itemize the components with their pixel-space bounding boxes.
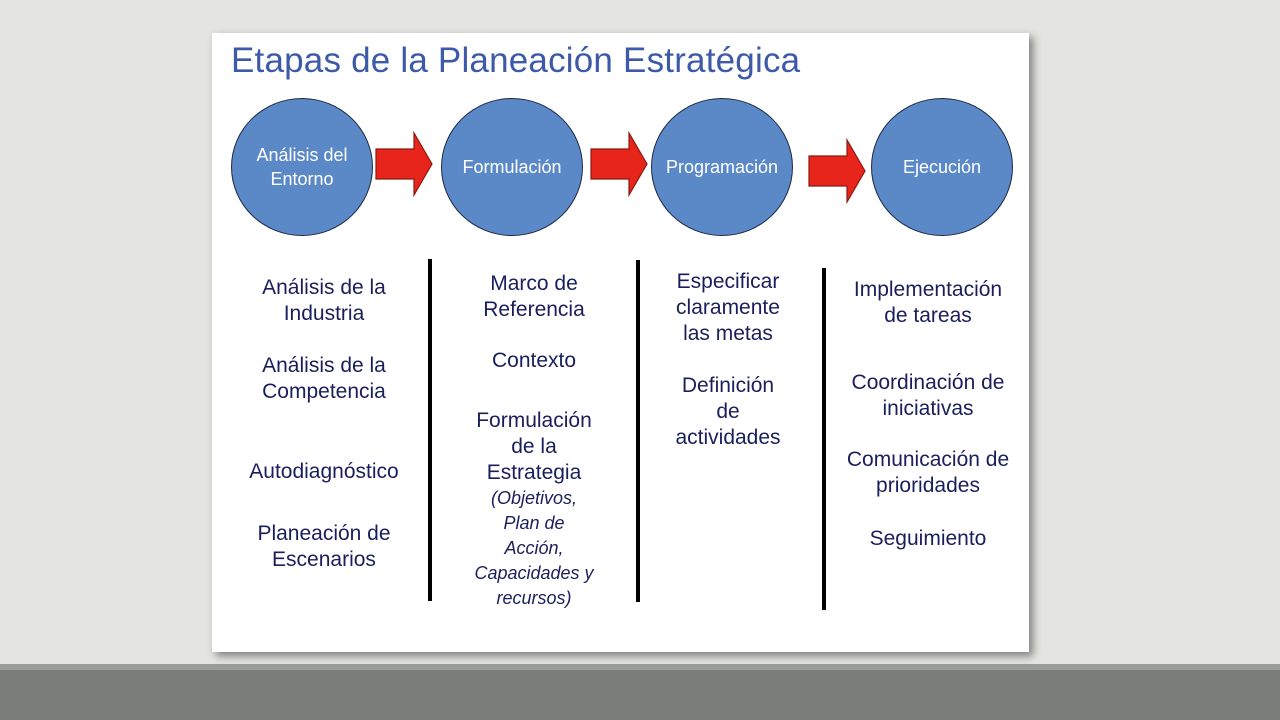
column-ejecucion: Implementación de tareas Coordinación de… bbox=[828, 33, 1028, 652]
list-item: Contexto bbox=[491, 349, 577, 372]
list-item: Especificar claramente las metas bbox=[676, 270, 780, 345]
flow-arrow-3 bbox=[808, 137, 866, 205]
stage-programacion-circle: Programación bbox=[651, 98, 793, 236]
column-divider-3 bbox=[822, 268, 826, 610]
list-item: Formulación de la Estrategia bbox=[476, 409, 592, 484]
flow-arrow-3-shape bbox=[808, 137, 866, 205]
list-item: Coordinación de iniciativas bbox=[851, 371, 1005, 420]
list-item: Autodiagnóstico bbox=[249, 460, 399, 483]
flow-arrow-2-shape bbox=[590, 130, 648, 198]
column-formulacion: Marco de Referencia Contexto Formulación… bbox=[434, 33, 634, 652]
list-item: Implementación de tareas bbox=[853, 278, 1003, 327]
slide: Etapas de la Planeación Estratégica Anál… bbox=[212, 33, 1029, 652]
slide-title: Etapas de la Planeación Estratégica bbox=[231, 41, 801, 80]
stage-formulacion-circle: Formulación bbox=[441, 98, 583, 236]
stage-ejecucion-label: Ejecución bbox=[902, 157, 982, 177]
bottom-band bbox=[0, 664, 1280, 720]
list-item: Comunicación de prioridades bbox=[846, 448, 1010, 497]
strategy-note: (Objetivos, Plan de Acción, Capacidades … bbox=[474, 488, 594, 608]
stage-programacion-label: Programación bbox=[665, 157, 779, 177]
flow-arrow-1-shape bbox=[375, 130, 433, 198]
list-item: Análisis de la Industria bbox=[262, 276, 386, 325]
column-divider-1 bbox=[428, 259, 432, 601]
list-item: Seguimiento bbox=[869, 527, 987, 550]
stage-ejecucion-circle: Ejecución bbox=[871, 98, 1013, 236]
stage-analisis-circle: Análisis del Entorno bbox=[231, 98, 373, 236]
stage-analisis-label: Análisis del Entorno bbox=[256, 145, 348, 189]
flow-arrow-1 bbox=[375, 130, 433, 198]
list-item: Análisis de la Competencia bbox=[262, 354, 386, 403]
list-item: Planeación de Escenarios bbox=[257, 522, 391, 571]
list-item: Definición de actividades bbox=[675, 374, 781, 449]
flow-arrow-2 bbox=[590, 130, 648, 198]
column-analisis: Análisis de la Industria Análisis de la … bbox=[224, 33, 424, 652]
list-item: Marco de Referencia bbox=[483, 272, 585, 321]
column-divider-2 bbox=[636, 260, 640, 602]
bottom-band-highlight bbox=[0, 664, 1280, 670]
stage-formulacion-label: Formulación bbox=[462, 157, 562, 177]
column-programacion: Especificar claramente las metas Definic… bbox=[628, 33, 828, 652]
